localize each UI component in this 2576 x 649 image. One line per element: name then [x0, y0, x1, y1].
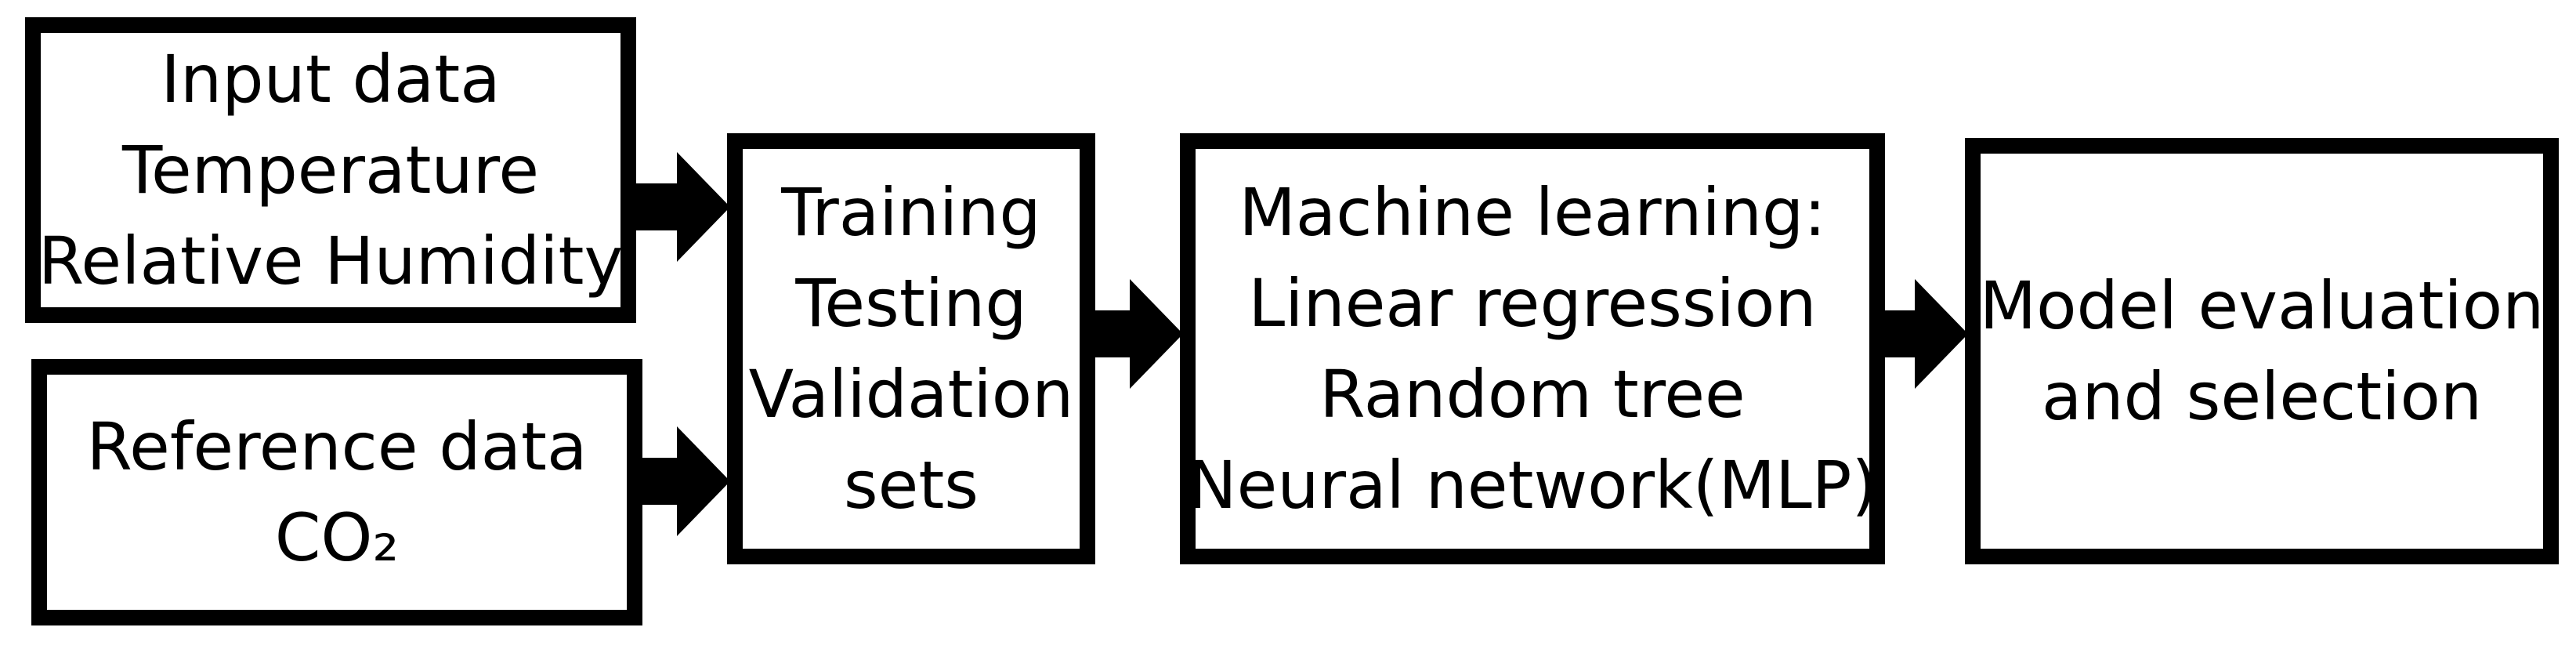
model-evaluation-box: Model evaluation and selection: [1965, 138, 2559, 564]
reference-co2-label: CO₂: [274, 499, 400, 576]
neural-network-label: Neural network(MLP): [1187, 447, 1878, 524]
input-temperature-label: Temperature: [121, 132, 540, 208]
reference-data-title: Reference data: [86, 408, 588, 485]
training-set-label: Training: [781, 174, 1041, 251]
arrow-ml-to-evaluation: [1874, 279, 1968, 389]
validation-set-label: Validation: [748, 356, 1074, 433]
input-humidity-label: Relative Humidity: [38, 223, 624, 299]
machine-learning-title: Machine learning:: [1239, 174, 1826, 251]
arrow-right-icon: [1089, 279, 1183, 389]
reference-data-box: Reference data CO₂: [31, 359, 642, 625]
testing-set-label: Testing: [795, 265, 1027, 342]
arrow-sets-to-ml: [1089, 279, 1183, 389]
linear-regression-label: Linear regression: [1248, 265, 1817, 342]
arrow-right-icon: [636, 426, 730, 536]
arrow-reference-to-sets: [636, 426, 730, 536]
random-tree-label: Random tree: [1319, 356, 1746, 433]
machine-learning-box: Machine learning: Linear regression Rand…: [1180, 133, 1885, 564]
arrow-right-icon: [1874, 279, 1968, 389]
selection-label: and selection: [2041, 358, 2483, 435]
input-data-title: Input data: [161, 41, 501, 118]
input-data-box: Input data Temperature Relative Humidity: [25, 17, 636, 323]
model-evaluation-label: Model evaluation: [1979, 267, 2545, 344]
arrow-right-icon: [636, 152, 730, 262]
sets-label: sets: [843, 447, 979, 524]
dataset-split-box: Training Testing Validation sets: [727, 133, 1095, 564]
arrow-input-to-sets: [636, 152, 730, 262]
